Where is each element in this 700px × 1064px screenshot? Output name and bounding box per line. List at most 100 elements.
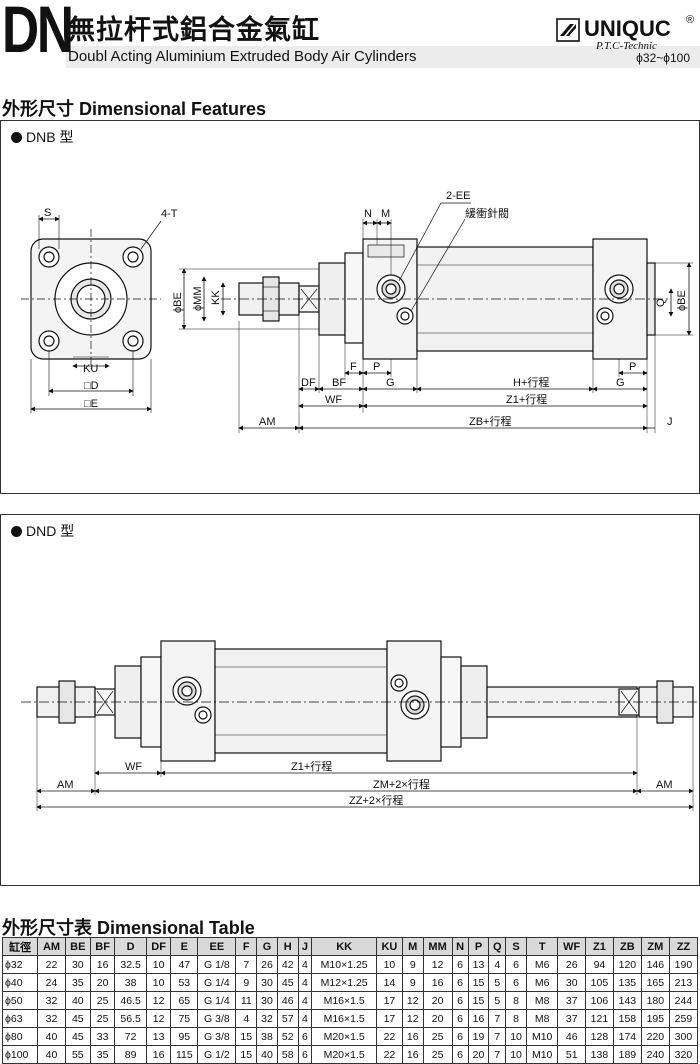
table-cell: 9	[401, 955, 424, 974]
table-cell: 45	[276, 973, 299, 992]
table-cell: 95	[170, 1027, 199, 1046]
table-cell: 40	[37, 1027, 66, 1046]
table-header-cell: D	[114, 937, 147, 956]
table-cell: 25	[89, 1009, 116, 1028]
table-header-cell: N	[451, 937, 469, 956]
table-header-cell: 缸徑	[1, 937, 39, 956]
dnb-drawing: S 4-T KU □D □E	[21, 190, 693, 433]
table-header-cell: T	[525, 937, 559, 956]
table-cell: 7	[488, 1027, 507, 1046]
dim-2ee: 2-EE	[446, 190, 470, 202]
table-cell: 158	[612, 1009, 642, 1028]
table-cell: 8	[505, 1009, 527, 1028]
table-cell: 30	[256, 973, 278, 992]
table-cell: 16	[401, 1027, 424, 1046]
table-cell: 143	[612, 991, 642, 1010]
dnd-dim-am-left: AM	[57, 779, 74, 791]
title-english: Doubl Acting Aluminium Extruded Body Air…	[68, 48, 417, 65]
table-cell: G 3/8	[197, 1009, 237, 1028]
table-cell: 37	[557, 991, 586, 1010]
table-cell: 53	[170, 973, 199, 992]
cushion-valve-label: 緩衝針閥	[465, 206, 509, 220]
table-header-cell: ZM	[640, 937, 670, 956]
table-header-cell: ZB	[612, 937, 642, 956]
table-cell: 16	[422, 973, 453, 992]
table-cell: ϕ32	[1, 955, 39, 974]
bullet-icon	[11, 132, 22, 143]
table-cell: 12	[401, 991, 424, 1010]
table-cell: 20	[89, 973, 116, 992]
table-cell: 13	[145, 1027, 172, 1046]
table-cell: 7	[235, 955, 258, 974]
table-cell: 6	[451, 991, 469, 1010]
table-header-cell: S	[505, 937, 527, 956]
table-cell: 9	[235, 973, 258, 992]
bullet-icon	[11, 526, 22, 537]
table-cell: 38	[256, 1027, 278, 1046]
table-cell: 12	[145, 991, 172, 1010]
table-cell: 32	[256, 1009, 278, 1028]
dim-d: □D	[84, 380, 99, 392]
table-cell: 174	[612, 1027, 642, 1046]
table-cell: M16×1.5	[311, 1009, 377, 1028]
table-cell: 165	[640, 973, 670, 992]
table-cell: 6	[451, 1027, 469, 1046]
table-cell: 45	[64, 1009, 91, 1028]
table-cell: ϕ80	[1, 1027, 39, 1046]
dnd-dim-z1-stroke: Z1+行程	[291, 760, 332, 773]
table-cell: 35	[64, 973, 91, 992]
dim-g2: G	[616, 377, 625, 389]
table-cell: 22	[37, 955, 66, 974]
table-cell: 16	[89, 955, 116, 974]
dim-s: S	[44, 207, 51, 219]
table-cell: 32	[37, 991, 66, 1010]
table-cell: 7	[488, 1009, 507, 1028]
bore-range: ϕ32~ϕ100	[636, 51, 690, 65]
dnb-front-view	[21, 215, 162, 413]
table-cell: 5	[488, 973, 507, 992]
table-cell: ϕ63	[1, 1009, 39, 1028]
table-cell: M6	[525, 973, 559, 992]
table-cell: 6	[505, 973, 527, 992]
table-cell: ϕ50	[1, 991, 39, 1010]
table-cell: 12	[145, 1009, 172, 1028]
dim-p: P	[373, 361, 380, 373]
table-header-cell: BF	[89, 937, 116, 956]
table-cell: 13	[467, 955, 490, 974]
table-cell: 4	[488, 955, 507, 974]
table-cell: G 1/8	[197, 955, 237, 974]
dnd-label: DND 型	[11, 521, 74, 541]
dim-h-stroke: H+行程	[513, 376, 549, 389]
table-cell: 38	[114, 973, 147, 992]
table-cell: 121	[584, 1009, 614, 1028]
table-header-cell: WF	[557, 937, 586, 956]
table-cell: 30	[557, 973, 586, 992]
table-header-cell: KU	[375, 937, 403, 956]
table-cell: 16	[467, 1009, 490, 1028]
dnd-dim-zm-stroke: ZM+2×行程	[373, 778, 430, 791]
table-cell: 6	[451, 1009, 469, 1028]
table-cell: 190	[668, 955, 699, 974]
table-cell: 11	[235, 991, 258, 1010]
series-code: DN	[2, 0, 74, 66]
table-header-cell: G	[256, 937, 278, 956]
table-cell: 5	[488, 991, 507, 1010]
table-cell: ϕ40	[1, 973, 39, 992]
table-cell: 52	[276, 1027, 299, 1046]
dim-bf: BF	[332, 377, 346, 389]
table-cell: 6	[451, 955, 469, 974]
table-cell: 47	[170, 955, 199, 974]
table-cell: 19	[467, 1027, 490, 1046]
dim-j: J	[667, 416, 673, 428]
table-header-cell: F	[235, 937, 258, 956]
table-cell: 17	[375, 1009, 403, 1028]
table-cell: 4	[297, 1009, 313, 1028]
table-cell: M8	[525, 991, 559, 1010]
table-cell: 213	[668, 973, 699, 992]
page-header: DN 無拉杆式鋁合金氣缸 Doubl Acting Aluminium Extr…	[0, 0, 700, 72]
dim-be-right: ϕBE	[676, 290, 688, 311]
